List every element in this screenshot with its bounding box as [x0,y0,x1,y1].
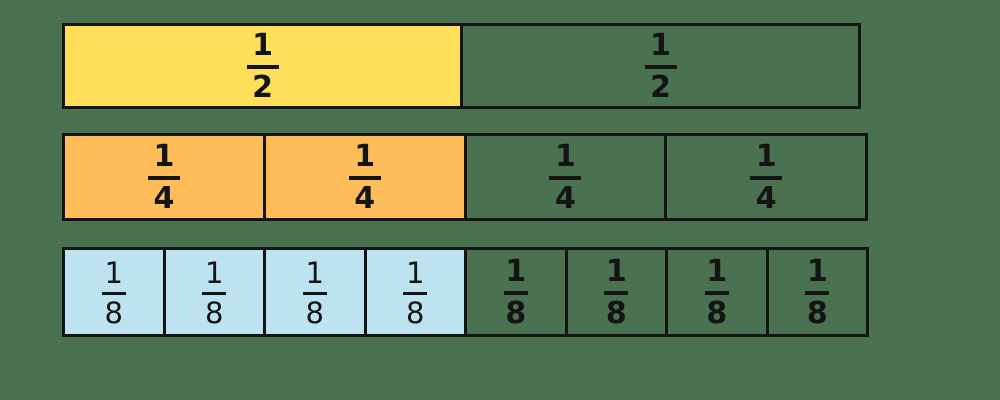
fraction-bar-line [147,176,180,180]
fraction-numerator: 1 [806,254,828,289]
fraction-numerator: 1 [406,255,425,290]
fraction-denominator: 8 [305,295,324,330]
fraction-numerator: 1 [354,139,376,174]
fraction-denominator: 8 [406,295,425,330]
fraction-denominator: 4 [755,181,777,216]
fraction-denominator: 2 [650,70,671,105]
fraction-denominator: 8 [605,296,627,331]
fraction-numerator: 1 [605,254,627,289]
fraction-numerator: 1 [650,28,671,63]
fraction-numerator: 1 [305,255,324,290]
fraction-denominator: 4 [153,181,175,216]
fraction-bar-line [202,291,227,295]
fraction-bar-line [246,65,279,69]
fraction-bar-line [805,291,830,295]
fraction-bar-line [644,65,677,69]
fraction-bar-line [704,291,729,295]
fraction-numerator: 1 [205,255,224,290]
fraction-denominator: 2 [252,70,273,105]
fraction-denominator: 8 [104,295,123,330]
fraction-bar-line [604,291,629,295]
fraction-denominator: 8 [505,296,527,331]
fraction-bar-line [101,291,126,295]
fraction-bar-line [403,291,428,295]
fraction-bar-line [549,176,582,180]
fraction-numerator: 1 [505,254,527,289]
fraction-bar-line [348,176,381,180]
fraction-denominator: 8 [706,296,728,331]
fraction-numerator: 1 [755,139,777,174]
fraction-numerator: 1 [706,254,728,289]
fraction-denominator: 4 [354,181,376,216]
fraction-bar-line [302,291,327,295]
fraction-denominator: 8 [806,296,828,331]
fraction-numerator: 1 [554,139,576,174]
fraction-numerator: 1 [104,255,123,290]
fraction-denominator: 4 [554,181,576,216]
fraction-numerator: 1 [252,28,273,63]
fraction-denominator: 8 [205,295,224,330]
fraction-bar-line [750,176,783,180]
fraction-numerator: 1 [153,139,175,174]
fraction-bar-line [503,291,528,295]
